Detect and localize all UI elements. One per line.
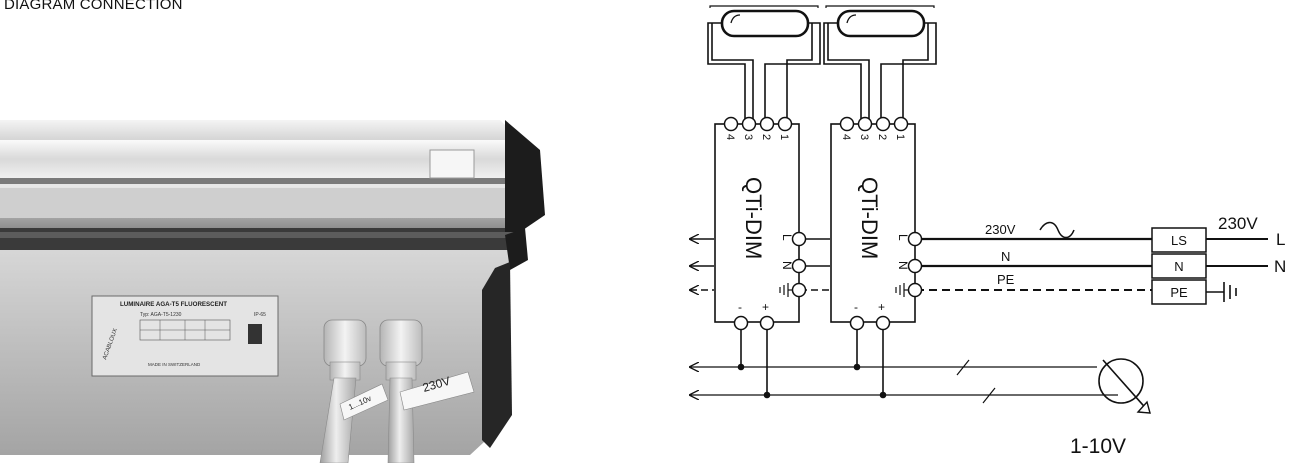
- cable-gland-left: [323, 319, 367, 381]
- supply-neutral-letter: N: [1274, 257, 1286, 276]
- ballast-2-terminal-N: [907, 258, 923, 274]
- label-heading: LUMINAIRE AGA-T5 FLUORESCENT: [120, 301, 227, 308]
- ballast-2-label-N: N: [896, 261, 910, 270]
- ballast-1-lamp-number: 2: [760, 134, 772, 140]
- ballast-1-lamp-terminal: [741, 116, 757, 132]
- page-title: DIAGRAM CONNECTION: [4, 0, 183, 13]
- terminal-block-ls: LS: [1171, 233, 1187, 248]
- ballast-1-lamp-terminal: [723, 116, 739, 132]
- ballast-1-terminal-minus: [733, 315, 749, 331]
- ballast-2-name: QTi-DIM: [857, 177, 882, 259]
- junction-dot: [737, 363, 745, 371]
- junction-dot: [763, 391, 771, 399]
- junction-dot: [879, 391, 887, 399]
- control-label: 1-10V: [1070, 435, 1126, 458]
- ballast-1-terminal-N: [791, 258, 807, 274]
- ballast-2-lamp-terminal: [893, 116, 909, 132]
- ballast-1-label-L: L: [780, 234, 794, 241]
- wire-label-phase: 230V: [985, 222, 1016, 237]
- ac-symbol: [1039, 221, 1075, 239]
- ballast-2-label-minus: -: [854, 300, 858, 314]
- ballast-1-lamp-number: 4: [724, 134, 736, 140]
- ballast-1-lamp-terminal: [759, 116, 775, 132]
- ballast-1-label-minus: -: [738, 300, 742, 314]
- terminal-block-pe: PE: [1170, 285, 1188, 300]
- ballast-1-terminal-plus: [759, 315, 775, 331]
- lamp-2: [823, 5, 937, 120]
- ballast-2-label-plus: +: [878, 300, 885, 314]
- supply-voltage: 230V: [1218, 214, 1258, 233]
- cable-tag-control: 1...10v: [339, 383, 389, 421]
- ballast-2-terminal-minus: [849, 315, 865, 331]
- ballast-1-box: [714, 123, 800, 323]
- lamp-holder: [429, 149, 475, 179]
- ballast-2-lamp-number: 4: [840, 134, 852, 140]
- ballast-2-lamp-number: 2: [876, 134, 888, 140]
- ballast-2-box: [830, 123, 916, 323]
- end-cap: [505, 120, 545, 232]
- ballast-1-terminal-PE: [791, 282, 807, 298]
- ballast-1-label-N: N: [780, 261, 794, 270]
- ballast-2-terminal-PE: [907, 282, 923, 298]
- ballast-2-terminal-L: [907, 231, 923, 247]
- ballast-2-lamp-terminal: [875, 116, 891, 132]
- ballast-1-label-plus: +: [762, 300, 769, 314]
- label-ip: IP-65: [254, 312, 266, 318]
- ballast-1-lamp-number: 3: [742, 134, 754, 140]
- ballast-1-lamp-number: 1: [778, 134, 790, 140]
- ballast-2-lamp-terminal: [839, 116, 855, 132]
- wire-label-earth: PE: [997, 272, 1015, 287]
- junction-dot: [853, 363, 861, 371]
- supply-phase-letter: L: [1276, 230, 1285, 249]
- ballast-1-lamp-terminal: [777, 116, 793, 132]
- type-label: ACABLOUX LUMINAIRE AGA-T5 FLUORESCENT Ty…: [91, 295, 279, 377]
- cable-gland-right: [379, 319, 423, 381]
- label-made-in: MADE IN SWITZERLAND: [148, 362, 201, 367]
- ballast-1-name: QTi-DIM: [741, 177, 766, 259]
- cable-control: [319, 377, 357, 463]
- lamp-1: [707, 5, 821, 120]
- earth-ground-symbol: [1223, 282, 1237, 302]
- cable-tag-mains: 230V: [399, 371, 475, 411]
- ballast-2-label-L: L: [896, 234, 910, 241]
- ballast-2-lamp-terminal: [857, 116, 873, 132]
- wiring-diagram: 4 3 2 1 4 3 2 1 QTi-DIM QTi-DIM L N L N …: [640, 5, 1286, 458]
- terminal-block-n: N: [1174, 259, 1183, 274]
- dimmer-potentiometer: [1098, 358, 1144, 404]
- label-type: Typ: AGA-T5-1230: [140, 312, 182, 318]
- ballast-2-lamp-number: 3: [858, 134, 870, 140]
- fluorescent-tube: [0, 140, 505, 178]
- ballast-2-lamp-number: 1: [894, 134, 906, 140]
- ballast-1-terminal-L: [791, 231, 807, 247]
- wire-label-neutral: N: [1001, 249, 1010, 264]
- luminaire-photo: ACABLOUX LUMINAIRE AGA-T5 FLUORESCENT Ty…: [0, 120, 545, 463]
- ballast-2-terminal-plus: [875, 315, 891, 331]
